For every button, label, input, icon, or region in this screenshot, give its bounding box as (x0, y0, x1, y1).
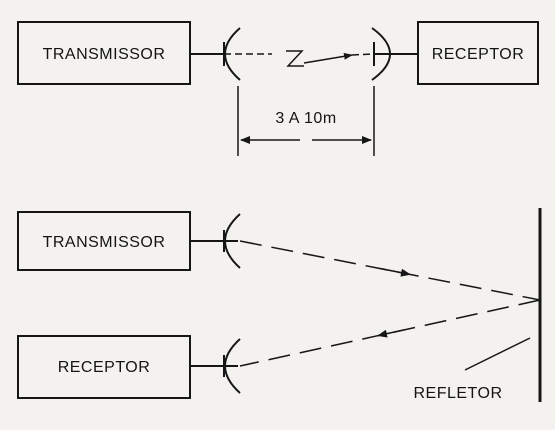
reflected-beam (239, 299, 541, 367)
top-receiver-antenna-icon (371, 27, 418, 81)
bottom-receiver-label: RECEPTOR (58, 359, 151, 376)
top-receiver-label: RECEPTOR (432, 46, 525, 63)
bottom-receiver-antenna-icon (190, 338, 241, 394)
bottom-transmitter-block: TRANSMISSOR (17, 211, 191, 271)
incident-beam (239, 240, 541, 301)
distance-label: 3 A 10m (275, 110, 336, 127)
top-direct-link-diagram: TRANSMISSOR RECEPTOR (17, 21, 539, 156)
bottom-transmitter-antenna-icon (190, 213, 241, 269)
top-transmitter-block: TRANSMISSOR (17, 21, 191, 85)
reflector-plate: REFLETOR (413, 208, 542, 402)
distance-dimension: 3 A 10m (237, 86, 375, 156)
bottom-transmitter-label: TRANSMISSOR (43, 234, 166, 251)
top-transmitter-antenna-icon (190, 27, 241, 81)
top-receiver-block: RECEPTOR (417, 21, 539, 85)
top-transmitter-label: TRANSMISSOR (43, 46, 166, 63)
top-signal-path (224, 50, 375, 67)
reflector-label: REFLETOR (413, 385, 502, 402)
bottom-receiver-block: RECEPTOR (17, 335, 191, 399)
bottom-reflected-link-diagram: TRANSMISSOR RECEPTOR (17, 208, 542, 402)
